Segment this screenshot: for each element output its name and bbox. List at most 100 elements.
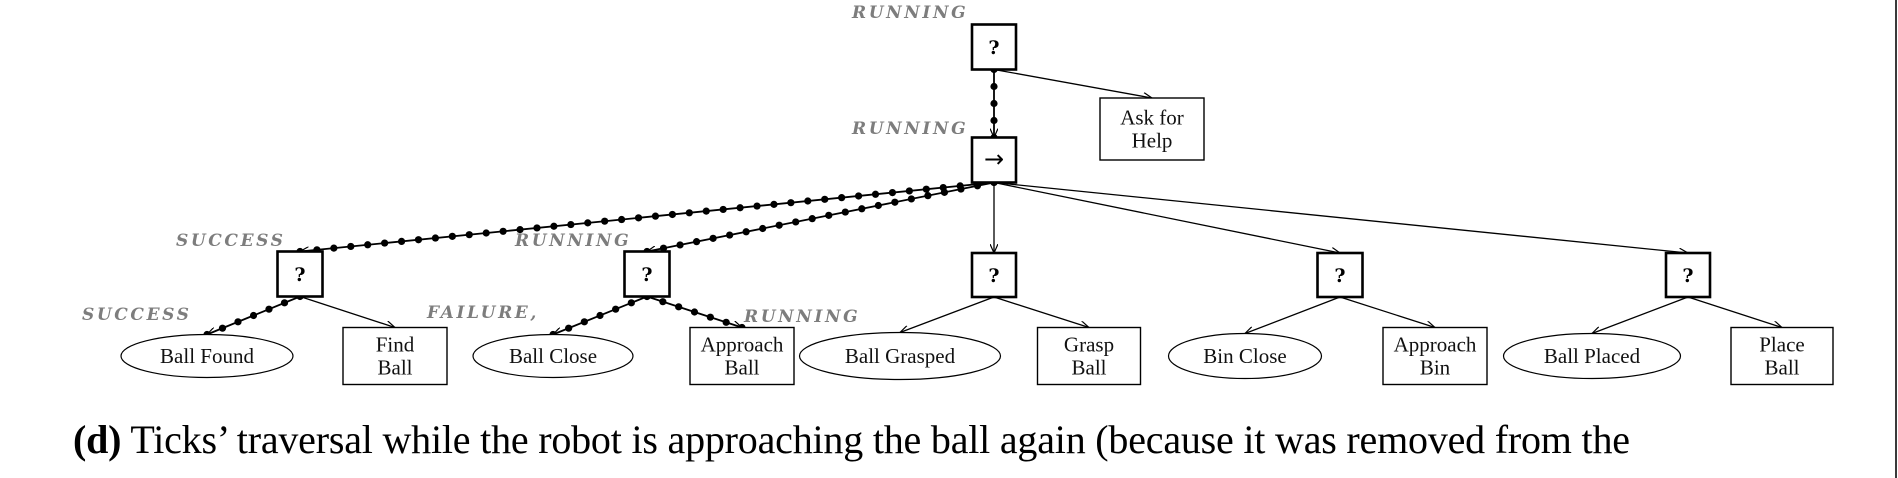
tick-dot bbox=[249, 311, 258, 320]
tick-dot bbox=[838, 194, 846, 202]
tick-dot bbox=[659, 244, 668, 252]
tick-dot bbox=[891, 198, 899, 206]
fallback-question-icon: ? bbox=[1682, 265, 1693, 287]
status-label-seq: RUNNING bbox=[851, 119, 968, 139]
node-fb3: ? bbox=[970, 251, 1018, 299]
tick-dot bbox=[347, 242, 355, 251]
edge-fb2-to-approach_ball bbox=[643, 292, 746, 332]
action-box bbox=[1036, 326, 1142, 386]
tick-dot bbox=[706, 313, 714, 321]
tick-dot bbox=[808, 215, 816, 223]
edge-seq-to-fb5 bbox=[993, 181, 1688, 254]
node-label: Grasp bbox=[1064, 333, 1114, 357]
fallback-node-box bbox=[1664, 251, 1712, 299]
edge-fb5-to-place_ball bbox=[1687, 296, 1782, 328]
node-seq: → bbox=[970, 136, 1018, 184]
tick-dot bbox=[676, 241, 684, 249]
node-label: Ball bbox=[1072, 356, 1107, 380]
edge-seq-to-fb2 bbox=[643, 178, 998, 256]
node-label: Place bbox=[1759, 333, 1804, 357]
caption-label: (d) bbox=[73, 417, 122, 462]
tick-dot bbox=[482, 229, 490, 237]
tick-dot bbox=[888, 188, 897, 197]
edge-line bbox=[900, 296, 995, 333]
status-label-ball-found: SUCCESS bbox=[82, 305, 192, 325]
action-box bbox=[1099, 97, 1205, 161]
status-labels-layer: RUNNINGRUNNINGSUCCESSSUCCESSRUNNINGFAILU… bbox=[82, 3, 968, 327]
edge-line bbox=[993, 296, 1089, 328]
tick-dot bbox=[596, 311, 604, 320]
edge-line bbox=[1592, 296, 1689, 334]
edge-line bbox=[993, 68, 1152, 99]
tick-dot bbox=[567, 220, 575, 229]
edge-seq-to-fb4 bbox=[993, 181, 1340, 254]
page-edge-divider bbox=[1895, 0, 1897, 478]
tick-dot bbox=[448, 232, 456, 240]
action-box bbox=[689, 326, 795, 386]
edge-line bbox=[299, 295, 395, 328]
edge-fb3-to-ball_grasped bbox=[900, 296, 995, 333]
tick-dot bbox=[659, 298, 667, 306]
tick-dot bbox=[990, 82, 998, 91]
fallback-node-box bbox=[276, 250, 324, 298]
fallback-node-box bbox=[970, 23, 1018, 71]
node-label: Approach bbox=[1394, 333, 1477, 357]
tick-dot bbox=[465, 231, 473, 239]
tick-dot bbox=[651, 212, 660, 220]
fallback-node-box bbox=[1316, 251, 1364, 299]
tick-dot bbox=[601, 217, 609, 225]
tick-dot bbox=[618, 215, 626, 224]
tick-dot bbox=[218, 324, 227, 332]
node-label: Ball Placed bbox=[1544, 344, 1641, 368]
node-label: Ball bbox=[725, 356, 760, 380]
tick-dot bbox=[821, 195, 829, 203]
tick-dot bbox=[634, 214, 643, 222]
node-bin-close: Bin Close bbox=[1167, 332, 1323, 380]
tick-dot bbox=[922, 185, 930, 193]
sequence-node-box bbox=[970, 136, 1018, 184]
action-box bbox=[1382, 326, 1488, 386]
condition-ellipse bbox=[1502, 332, 1682, 380]
fallback-question-icon: ? bbox=[988, 265, 999, 287]
tick-dot bbox=[957, 185, 965, 193]
tick-dot bbox=[499, 227, 507, 235]
figure-caption: (d) Ticks’ traversal while the robot is … bbox=[73, 416, 1630, 463]
tick-dot bbox=[742, 228, 750, 236]
tick-dot bbox=[722, 318, 730, 326]
tick-dot bbox=[584, 219, 592, 227]
edge-line bbox=[993, 181, 1688, 254]
tick-dot bbox=[692, 238, 701, 246]
node-fb2: ? bbox=[623, 250, 671, 298]
tick-dot bbox=[381, 239, 389, 247]
edge-line bbox=[993, 181, 1340, 254]
action-box bbox=[342, 326, 448, 386]
edge-line bbox=[647, 181, 995, 252]
tick-dot bbox=[265, 305, 273, 313]
edge-fb3-to-grasp_ball bbox=[993, 296, 1089, 328]
condition-ellipse bbox=[472, 333, 634, 379]
fallback-node-box bbox=[970, 251, 1018, 299]
node-label: Ball Close bbox=[509, 344, 597, 368]
tick-dot bbox=[709, 234, 717, 242]
edge-fb4-to-bin_close bbox=[1245, 296, 1341, 334]
edge-fb1-to-find_ball bbox=[299, 295, 395, 328]
tick-dot bbox=[364, 241, 372, 249]
edge-seq-to-fb1 bbox=[296, 178, 998, 255]
tick-dot bbox=[804, 197, 812, 205]
node-ball-placed: Ball Placed bbox=[1502, 332, 1682, 380]
tick-dot bbox=[397, 237, 406, 246]
tick-dot bbox=[924, 192, 932, 200]
tick-dot bbox=[775, 221, 783, 229]
tick-dot bbox=[858, 205, 866, 213]
tick-dot bbox=[550, 222, 558, 230]
node-ball-close: Ball Close bbox=[472, 333, 634, 379]
status-label-root: RUNNING bbox=[851, 3, 968, 23]
edge-fb2-to-ball_close bbox=[549, 292, 651, 339]
node-label: Find bbox=[376, 333, 415, 357]
edge-line bbox=[1687, 296, 1782, 328]
status-label-ball-close: FAILURE, bbox=[426, 303, 539, 323]
edge-line bbox=[1339, 296, 1435, 328]
